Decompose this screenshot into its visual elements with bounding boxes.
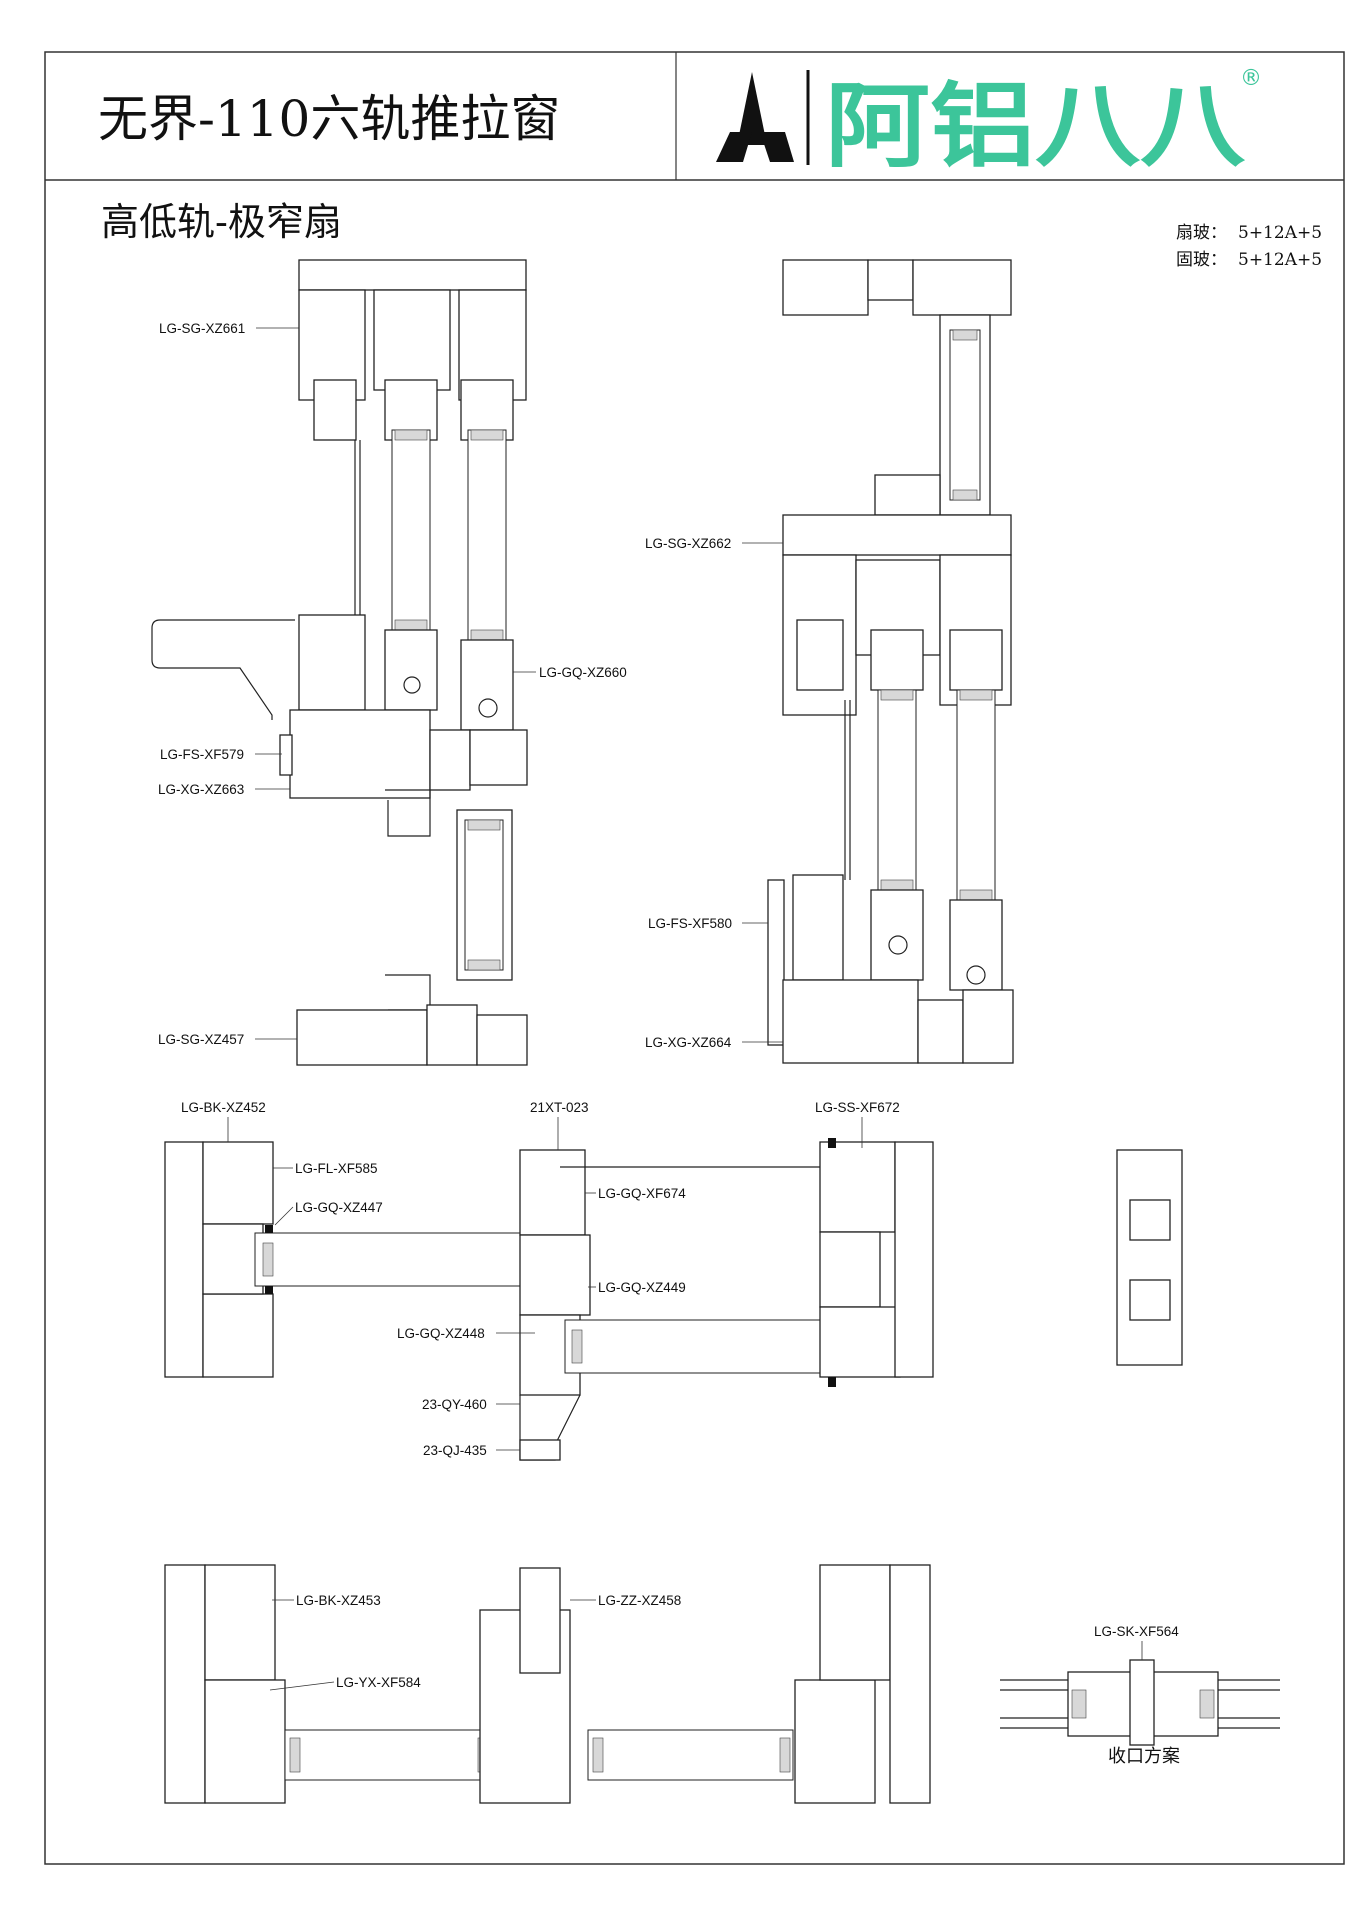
logo-a-right: [760, 132, 794, 162]
labels-horizontal-2: LG-BK-XZ453 LG-ZZ-XZ458 LG-YX-XF584 LG-S…: [269, 1593, 1180, 1767]
part-label: LG-BK-XZ452: [181, 1100, 266, 1115]
part-label: LG-SG-XZ457: [158, 1032, 244, 1047]
brand-name: 阿铝八八: [825, 73, 1246, 180]
registered-mark: ®: [1240, 66, 1262, 91]
part-label: 23-QJ-435: [423, 1443, 487, 1458]
closing-caption: 收口方案: [1108, 1746, 1180, 1767]
sash-glass-value: 5+12A+5: [1238, 223, 1322, 243]
part-label: LG-YX-XF584: [336, 1675, 421, 1690]
vertical-section-right: [767, 259, 1014, 1064]
part-label: LG-XG-XZ663: [158, 782, 244, 797]
logo-a-left: [716, 132, 752, 162]
closing-detail: [1000, 1659, 1280, 1746]
part-label: LG-ZZ-XZ458: [598, 1593, 681, 1608]
part-label: LG-BK-XZ453: [296, 1593, 381, 1608]
part-label: LG-SK-XF564: [1094, 1624, 1179, 1639]
part-label: 21XT-023: [530, 1100, 589, 1115]
section-subtitle: 高低轨-极窄扇: [101, 200, 342, 244]
part-label: LG-XG-XZ664: [645, 1035, 732, 1050]
part-label: LG-SG-XZ661: [159, 321, 245, 336]
part-label: LG-FS-XF579: [160, 747, 244, 762]
sheet-border: [44, 51, 1345, 1865]
part-label: 23-QY-460: [422, 1397, 487, 1412]
fixed-glass-label: 固玻：: [1176, 250, 1227, 270]
part-label: LG-GQ-XF674: [598, 1186, 686, 1201]
glass-spec: 扇玻： 5+12A+5 固玻： 5+12A+5: [1176, 223, 1322, 270]
part-label: LG-FS-XF580: [648, 916, 732, 931]
part-label: LG-GQ-XZ449: [598, 1280, 686, 1295]
part-label: LG-GQ-XZ448: [397, 1326, 485, 1341]
labels-horizontal-1: LG-BK-XZ452 21XT-023 LG-SS-XF672 LG-FL-X…: [181, 1100, 900, 1458]
labels-left-vertical: LG-SG-XZ661 LG-GQ-XZ660 LG-FS-XF579 LG-X…: [158, 321, 627, 1047]
part-label: LG-SS-XF672: [815, 1100, 900, 1115]
part-label: LG-SG-XZ662: [645, 536, 731, 551]
labels-right-vertical: LG-SG-XZ662 LG-FS-XF580 LG-XG-XZ664: [645, 536, 783, 1050]
horizontal-section-1b: [1116, 1149, 1183, 1366]
logo-a-top: [737, 72, 767, 145]
vertical-section-left: [151, 259, 528, 1066]
horizontal-section-2: [164, 1564, 931, 1804]
part-label: LG-GQ-XZ447: [295, 1200, 383, 1215]
brand-logo: 阿铝八八 ®: [716, 66, 1262, 180]
sash-glass-label: 扇玻：: [1176, 223, 1227, 243]
sheet-title: 无界-110六轨推拉窗: [98, 90, 560, 148]
horizontal-section-1: [164, 1138, 934, 1461]
part-label: LG-FL-XF585: [295, 1161, 378, 1176]
part-label: LG-GQ-XZ660: [539, 665, 627, 680]
fixed-glass-value: 5+12A+5: [1238, 250, 1322, 270]
